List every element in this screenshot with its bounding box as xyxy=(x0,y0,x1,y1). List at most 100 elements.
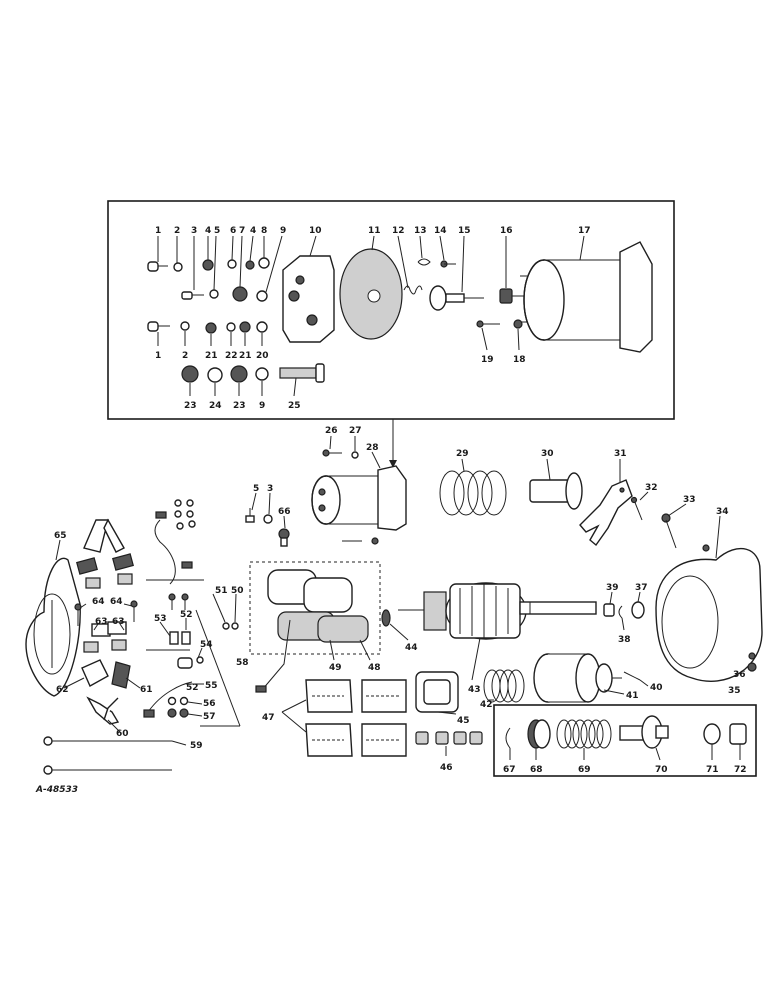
callout: 30 xyxy=(541,449,554,459)
callout: 37 xyxy=(635,583,648,593)
brush-holder-set xyxy=(74,518,138,725)
solenoid-detail-box xyxy=(107,200,675,420)
washer-2-bottom xyxy=(180,321,190,331)
gasket-inner xyxy=(423,679,451,705)
callout: 67 xyxy=(503,765,516,775)
solenoid-assembly xyxy=(311,465,407,531)
clip xyxy=(417,258,431,266)
through-bolt-a xyxy=(43,736,172,746)
pole-shoe-screws xyxy=(415,731,483,745)
callout: 65 xyxy=(54,531,67,541)
washer-3b xyxy=(263,514,273,524)
callout: 11 xyxy=(368,226,381,236)
callout: 22 xyxy=(225,351,238,361)
nut-7 xyxy=(232,286,248,302)
callout: 28 xyxy=(366,443,379,453)
callout: 2 xyxy=(182,351,188,361)
callout: 48 xyxy=(368,663,381,673)
leader-arrowhead xyxy=(389,460,397,468)
callout: 15 xyxy=(458,226,471,236)
solenoid-cap xyxy=(282,255,335,343)
bushing-39 xyxy=(603,603,615,617)
bushing-37 xyxy=(631,601,645,619)
leader-lines xyxy=(55,235,741,761)
callout: 52 xyxy=(186,683,199,693)
callout: 2 xyxy=(174,226,180,236)
meshing-spring-69 xyxy=(556,719,612,749)
screw-26 xyxy=(322,449,342,457)
callout: 31 xyxy=(614,449,627,459)
callout: 16 xyxy=(500,226,513,236)
pinion-shaft-70 xyxy=(619,715,669,749)
figure-reference-code: A-48533 xyxy=(35,785,78,795)
collar-68 xyxy=(527,719,551,749)
washer-2-top xyxy=(173,262,183,272)
callout: 72 xyxy=(734,765,747,775)
pin-40 xyxy=(623,671,641,681)
callout: 1 xyxy=(155,351,161,361)
callout: 57 xyxy=(203,712,216,722)
terminal-16 xyxy=(499,288,524,304)
solenoid-body xyxy=(520,241,653,353)
nut-4 xyxy=(202,259,214,271)
callout: 59 xyxy=(190,741,203,751)
thrust-washer-44 xyxy=(381,609,391,627)
callout: 25 xyxy=(288,401,301,411)
callout: 9 xyxy=(259,401,265,411)
callout: 19 xyxy=(481,355,494,365)
buffer-spring xyxy=(483,669,525,703)
screw-1-top xyxy=(147,261,168,272)
return-spring xyxy=(439,470,507,516)
callout: 47 xyxy=(262,713,275,723)
washer-20 xyxy=(256,321,268,333)
callout: 35 xyxy=(728,686,741,696)
washer-22 xyxy=(226,322,236,332)
callout: 41 xyxy=(626,691,639,701)
pole-shoe-leaders xyxy=(281,699,307,733)
callout: 43 xyxy=(468,685,481,695)
nuts-56-57 xyxy=(167,696,189,718)
contact-spring xyxy=(403,285,423,295)
bolt-5b xyxy=(245,508,255,523)
callout: 64 xyxy=(92,597,105,607)
washer-51 xyxy=(222,622,230,630)
callout: 40 xyxy=(650,683,663,693)
screw-14 xyxy=(440,260,456,268)
field-coil-group xyxy=(249,561,381,655)
callout: 50 xyxy=(231,586,244,596)
nut-23a xyxy=(181,365,199,383)
callout: 62 xyxy=(56,685,69,695)
screw-1-bottom xyxy=(147,321,170,332)
nut-18 xyxy=(513,319,523,329)
washer-27 xyxy=(351,451,359,459)
callout: 24 xyxy=(209,401,222,411)
callout: 36 xyxy=(733,670,746,680)
drive-assembly xyxy=(533,653,622,703)
solenoid-plunger xyxy=(529,472,583,510)
callout: 42 xyxy=(480,700,493,710)
callout: 64 xyxy=(110,597,123,607)
nut-23b xyxy=(230,365,248,383)
bolt-33 xyxy=(661,513,677,549)
washer-6 xyxy=(227,259,237,269)
washer-24 xyxy=(207,367,223,383)
callout: 3 xyxy=(191,226,197,236)
terminal-stud-25 xyxy=(279,363,325,383)
callout: 21 xyxy=(239,351,252,361)
callout: 32 xyxy=(645,483,658,493)
field-coils xyxy=(255,569,369,693)
callout: 49 xyxy=(329,663,342,673)
callout: 13 xyxy=(414,226,427,236)
commutator-end-frame xyxy=(25,557,81,697)
callout: 8 xyxy=(261,226,267,236)
callout: 68 xyxy=(530,765,543,775)
drive-detail-box xyxy=(493,704,757,777)
screw-19 xyxy=(476,320,500,328)
callout: 38 xyxy=(618,635,631,645)
washer-38 xyxy=(618,605,623,619)
callout-labels: 1 2 3 4 5 6 7 4 8 9 10 11 12 13 14 15 16… xyxy=(54,226,747,775)
callout: 9 xyxy=(280,226,286,236)
callout: 33 xyxy=(683,495,696,505)
callout: 20 xyxy=(256,351,269,361)
callout: 61 xyxy=(140,685,153,695)
